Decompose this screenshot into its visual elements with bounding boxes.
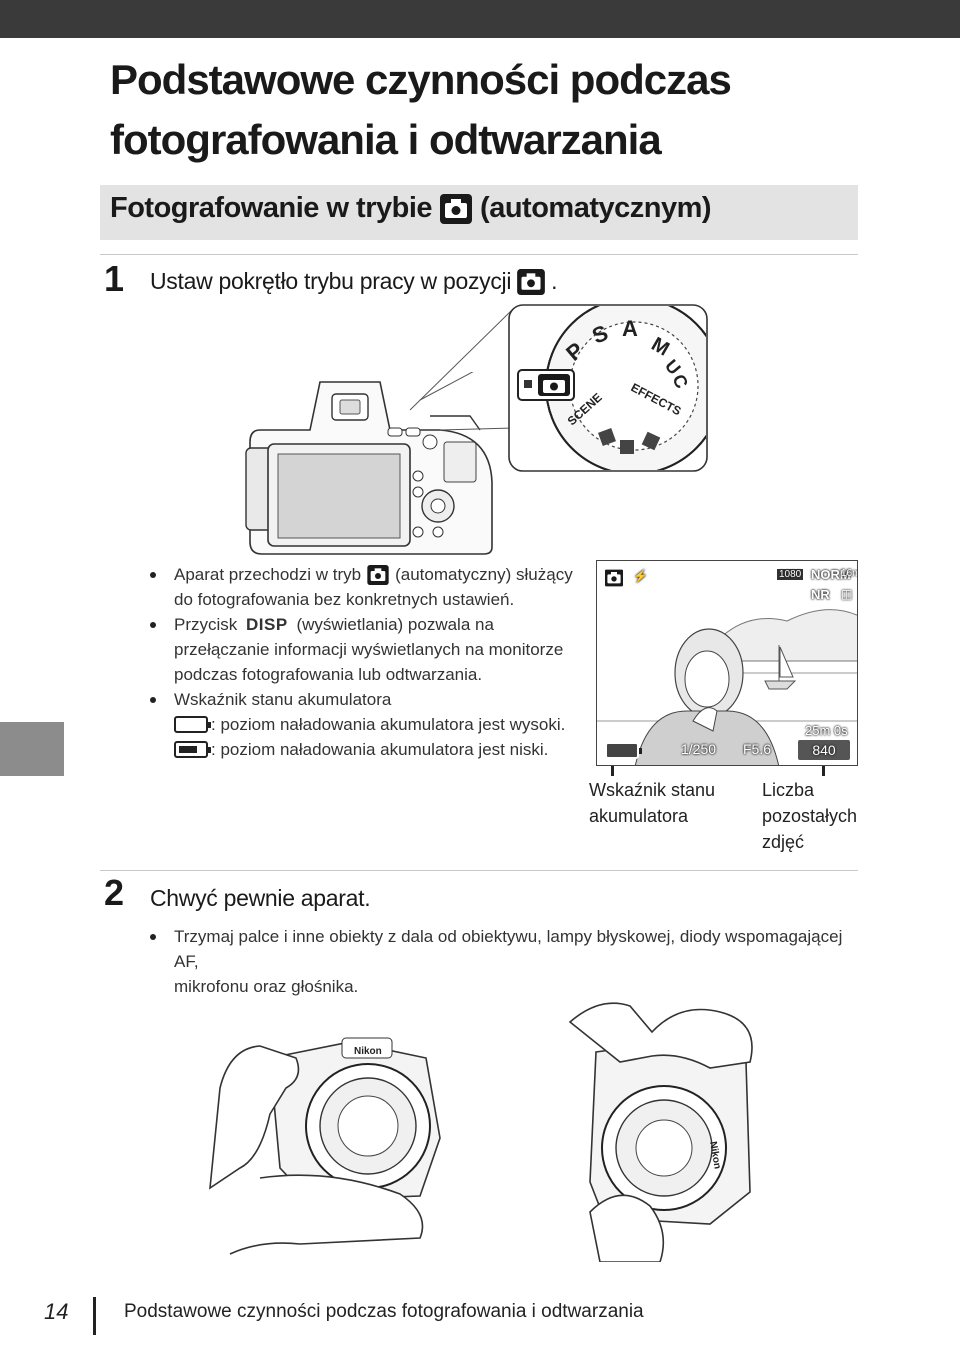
grip-horizontal-illustration: Nikon [209,1037,441,1255]
bullet-text: Wskaźnik stanu akumulatora [174,690,392,709]
shots-remaining: 840 [797,739,851,761]
flash-icon: ⚡ [633,569,648,583]
bullet-disp: Przycisk DISP (wyświetlania) pozwala na … [146,612,576,687]
battery-low-icon [174,741,211,758]
step-2-number: 2 [104,872,125,913]
battery-pointer [611,766,614,776]
image-size-badge: 1080 [777,569,804,580]
battery-indicator-icon [605,742,642,759]
bullet-dot [150,572,156,578]
bullet-grip: Trzymaj palce i inne obiekty z dala od o… [146,924,866,999]
section-title-post: (automatycznym) [480,192,712,224]
shutter-speed: 1/250 [681,741,717,757]
step-1-text: Ustaw pokrętło trybu pracy w pozycji . [150,268,558,295]
bullet-list-1: Aparat przechodzi w tryb (automatyczny) … [146,562,576,762]
battery-low-text: : poziom naładowania akumulatora jest ni… [211,740,549,759]
bullet-line: Aparat przechodzi w tryb (automatyczny) … [174,562,576,587]
divider [100,254,858,255]
bullet-list-2: Trzymaj palce i inne obiekty z dala od o… [146,924,866,999]
grip-vertical-illustration: Nikon [568,1002,753,1262]
step-2-text: Chwyć pewnie aparat. [150,885,371,911]
callout-battery-line1: Wskaźnik stanu [589,780,716,800]
step-1-label: Ustaw pokrętło trybu pracy w pozycji [150,268,512,294]
footer-divider [93,1297,96,1335]
bullet-dot [150,622,156,628]
auto-mode-icon [517,268,546,295]
zoom-connector [409,309,513,431]
disp-button-label: DISP [246,615,288,634]
dial-label-a: A [622,316,638,341]
page-number: 14 [44,1299,69,1324]
bullet-text: Trzymaj palce i inne obiekty z dala od o… [174,927,843,971]
top-bar [0,0,960,38]
callout-shots-line3: zdjęć [762,832,805,852]
bullet-text: mikrofonu oraz głośnika. [174,977,359,996]
camera-brand-label: Nikon [354,1046,382,1057]
nr-label: NR [811,587,830,602]
bullet-dot [150,934,156,940]
battery-high-icon [174,716,211,733]
footer-text: Podstawowe czynności podczas fotografowa… [124,1301,644,1322]
step-1-number: 1 [104,258,125,299]
bullet-text: (wyświetlania) pozwala na [296,615,494,634]
step-1-suffix: . [551,268,558,294]
page-title-line1: Podstawowe czynności podczas [110,56,732,103]
battery-low-line: : poziom naładowania akumulatora jest ni… [174,737,576,762]
bullet-text: przełączanie informacji wyświetlanych na… [174,640,564,659]
time-remaining: 25m 0s [805,723,848,738]
size-badge: 16m [841,568,857,579]
count-pointer [822,766,825,776]
camera-back-illustration [245,372,493,555]
camera-brand-label: Nikon [707,1141,723,1170]
bullet-text: (automatyczny) służący [395,565,573,584]
bullet-text: Aparat przechodzi w tryb [174,565,362,584]
section-title-pre: Fotografowanie w trybie [110,192,433,224]
auto-mode-icon [440,193,473,224]
battery-high-text: : poziom naładowania akumulatora jest wy… [211,715,566,734]
aperture: F5.6 [743,741,772,757]
bullet-battery: Wskaźnik stanu akumulatora : poziom nała… [146,687,576,762]
callout-battery-line2: akumulatora [589,806,689,826]
chapter-tab [0,722,64,776]
quality-label: NORM [811,567,851,582]
section-title: Fotografowanie w trybie (automatycznym) [110,192,712,225]
page-title: Podstawowe czynności podczas fotografowa… [110,50,870,170]
auto-mode-icon [603,569,625,587]
section-header-bar [100,185,858,240]
mode-dial-callout: P S A M U C EFFECTS SCENE [508,304,708,472]
bullet-line: Przycisk DISP (wyświetlania) pozwala na [174,612,576,637]
battery-high-line: : poziom naładowania akumulatora jest wy… [174,712,576,737]
divider [100,870,858,871]
bullet-dot [150,697,156,703]
callout-shots-line1: Liczba [762,780,815,800]
monitor-photo [597,561,857,765]
callout-shots-line2: pozostałych [762,806,858,826]
bullet-text: Przycisk [174,615,238,634]
auto-mode-icon [367,564,389,585]
page-title-line2: fotografowania i odtwarzania [110,116,662,163]
callout-shots: Liczba pozostałych zdjęć [762,777,857,855]
bullet-text: do fotografowania bez konkretnych ustawi… [174,590,515,609]
callout-battery: Wskaźnik stanu akumulatora [589,777,715,829]
bullet-auto-mode: Aparat przechodzi w tryb (automatyczny) … [146,562,576,612]
bullet-text: podczas fotografowania lub odtwarzania. [174,665,483,684]
vr-icon: ◫ [841,587,853,601]
monitor-screen: ⚡ 1080 NORM 16m NR ◫ 25m 0s 1/250 F5.6 8… [596,560,858,766]
